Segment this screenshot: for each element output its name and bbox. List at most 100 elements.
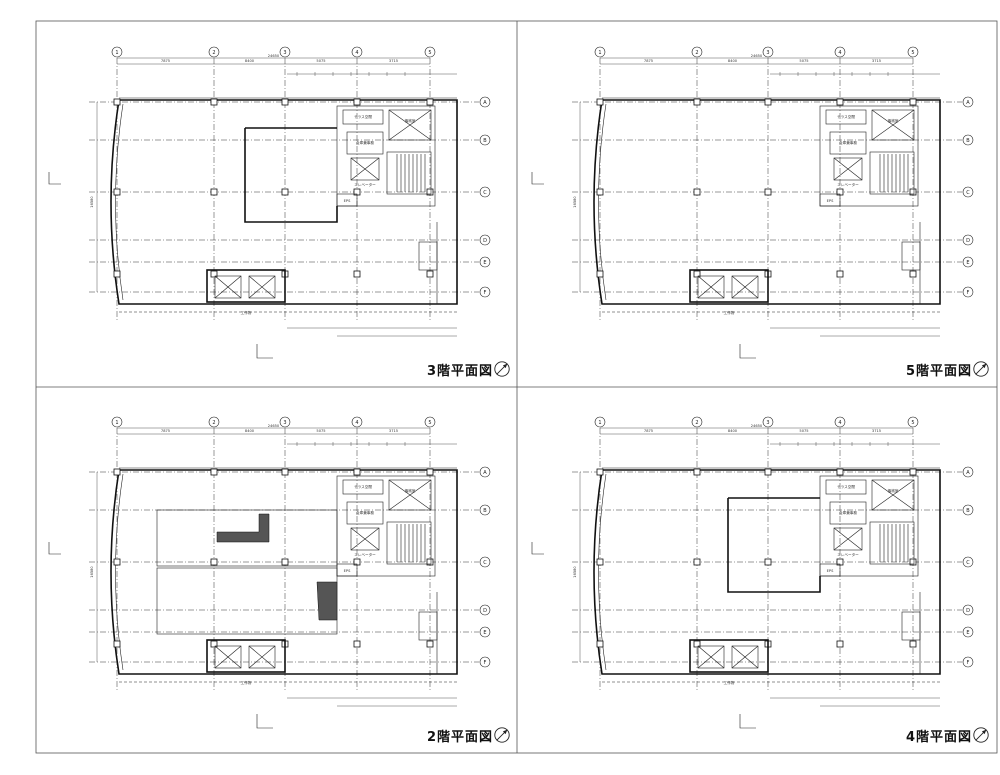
- core-block: [336, 475, 436, 577]
- small-room: [901, 611, 921, 641]
- room-storage: [346, 501, 384, 525]
- core-block: [336, 105, 436, 207]
- dimension-text: 5075: [799, 59, 808, 63]
- grid-label: 2: [212, 50, 215, 56]
- room-label: テラス空間: [837, 484, 855, 489]
- column: [426, 558, 434, 566]
- dimension-text: 16580: [90, 566, 94, 578]
- dimension-text: 7875: [161, 429, 170, 433]
- grid-label: 5: [428, 50, 431, 56]
- grid-label: 1: [115, 50, 118, 56]
- section-marker: [531, 542, 544, 555]
- grid-label: 5: [911, 420, 914, 426]
- grid-label: A: [483, 470, 487, 476]
- grid-bubble: [691, 46, 703, 58]
- column: [426, 640, 434, 648]
- room-label: 工作物: [241, 680, 252, 685]
- elevator-cross: [214, 275, 242, 299]
- grid-bubble: [479, 504, 491, 516]
- column: [210, 188, 218, 196]
- grid-bubble: [762, 416, 774, 428]
- elevator-shaft: [833, 527, 863, 551]
- section-marker: [256, 344, 273, 359]
- elevator-cross: [697, 645, 725, 669]
- grid-label: D: [966, 608, 970, 614]
- grid-bubble: [962, 504, 974, 516]
- column: [353, 270, 361, 278]
- grid-bubble: [962, 656, 974, 668]
- elevator-cross: [248, 645, 276, 669]
- room-storage: [829, 501, 867, 525]
- section-marker: [256, 714, 273, 729]
- grid-label: 3: [283, 420, 286, 426]
- grid-label: D: [483, 608, 487, 614]
- floor-title-3f: 3階平面図: [427, 364, 494, 379]
- grid-label: C: [483, 190, 487, 196]
- elevator-cross: [731, 275, 759, 299]
- grid-bubble: [962, 256, 974, 268]
- grid-label: 2: [695, 420, 698, 426]
- grid-label: E: [966, 630, 969, 636]
- column: [764, 98, 772, 106]
- small-room: [418, 241, 438, 271]
- elevator-cross: [833, 527, 863, 551]
- room-label: 倉庫兼事務: [356, 140, 374, 145]
- elevator-box: [248, 645, 276, 669]
- room-label: 工作物: [241, 310, 252, 315]
- column: [281, 188, 289, 196]
- grid-bubble: [424, 46, 436, 58]
- grid-bubble: [279, 416, 291, 428]
- section-marker: [48, 172, 61, 185]
- grid-bubble: [351, 46, 363, 58]
- grid-bubble: [479, 256, 491, 268]
- grid-bubble: [111, 46, 123, 58]
- grid-label: F: [967, 660, 970, 666]
- dimension-text: 24650: [751, 54, 763, 58]
- stair-core: [386, 151, 432, 195]
- grid-label: 1: [598, 420, 601, 426]
- grid-bubble: [962, 286, 974, 298]
- interior-partition: [727, 497, 821, 593]
- dimension-text: 16580: [573, 566, 577, 578]
- grid-label: 5: [911, 50, 914, 56]
- column: [353, 98, 361, 106]
- elevator-box: [697, 645, 725, 669]
- room-terrace: [342, 479, 384, 495]
- column: [113, 558, 121, 566]
- grid-bubble: [479, 466, 491, 478]
- room-label: エレベーター: [354, 552, 376, 557]
- building-outline: [110, 99, 458, 305]
- bottom-core: [206, 639, 286, 673]
- dimension-text: 24650: [268, 54, 280, 58]
- elevator-shaft: [833, 157, 863, 181]
- grid-label: C: [966, 190, 970, 196]
- grid-label: B: [483, 508, 487, 514]
- column: [426, 188, 434, 196]
- grid-label: C: [483, 560, 487, 566]
- column: [596, 640, 604, 648]
- room-label: 倉庫兼事務: [839, 140, 857, 145]
- room-machine: [388, 109, 432, 141]
- dimension-text: 5075: [799, 429, 808, 433]
- column: [909, 640, 917, 648]
- column: [596, 98, 604, 106]
- north-arrow-icon: [494, 361, 510, 377]
- grid-label: 1: [115, 420, 118, 426]
- column: [426, 468, 434, 476]
- elevator-cross: [248, 275, 276, 299]
- dimension-text: 8400: [245, 59, 255, 63]
- elevator-shaft: [350, 157, 380, 181]
- dimension-text: 3715: [389, 429, 398, 433]
- room-label: 機械室: [888, 118, 899, 123]
- room-label: 工作物: [724, 680, 735, 685]
- column: [764, 468, 772, 476]
- grid-bubble: [962, 134, 974, 146]
- column: [113, 98, 121, 106]
- stair-diagonal: [871, 109, 915, 141]
- grid-bubble: [962, 604, 974, 616]
- stair-core: [386, 521, 432, 565]
- elevator-box: [248, 275, 276, 299]
